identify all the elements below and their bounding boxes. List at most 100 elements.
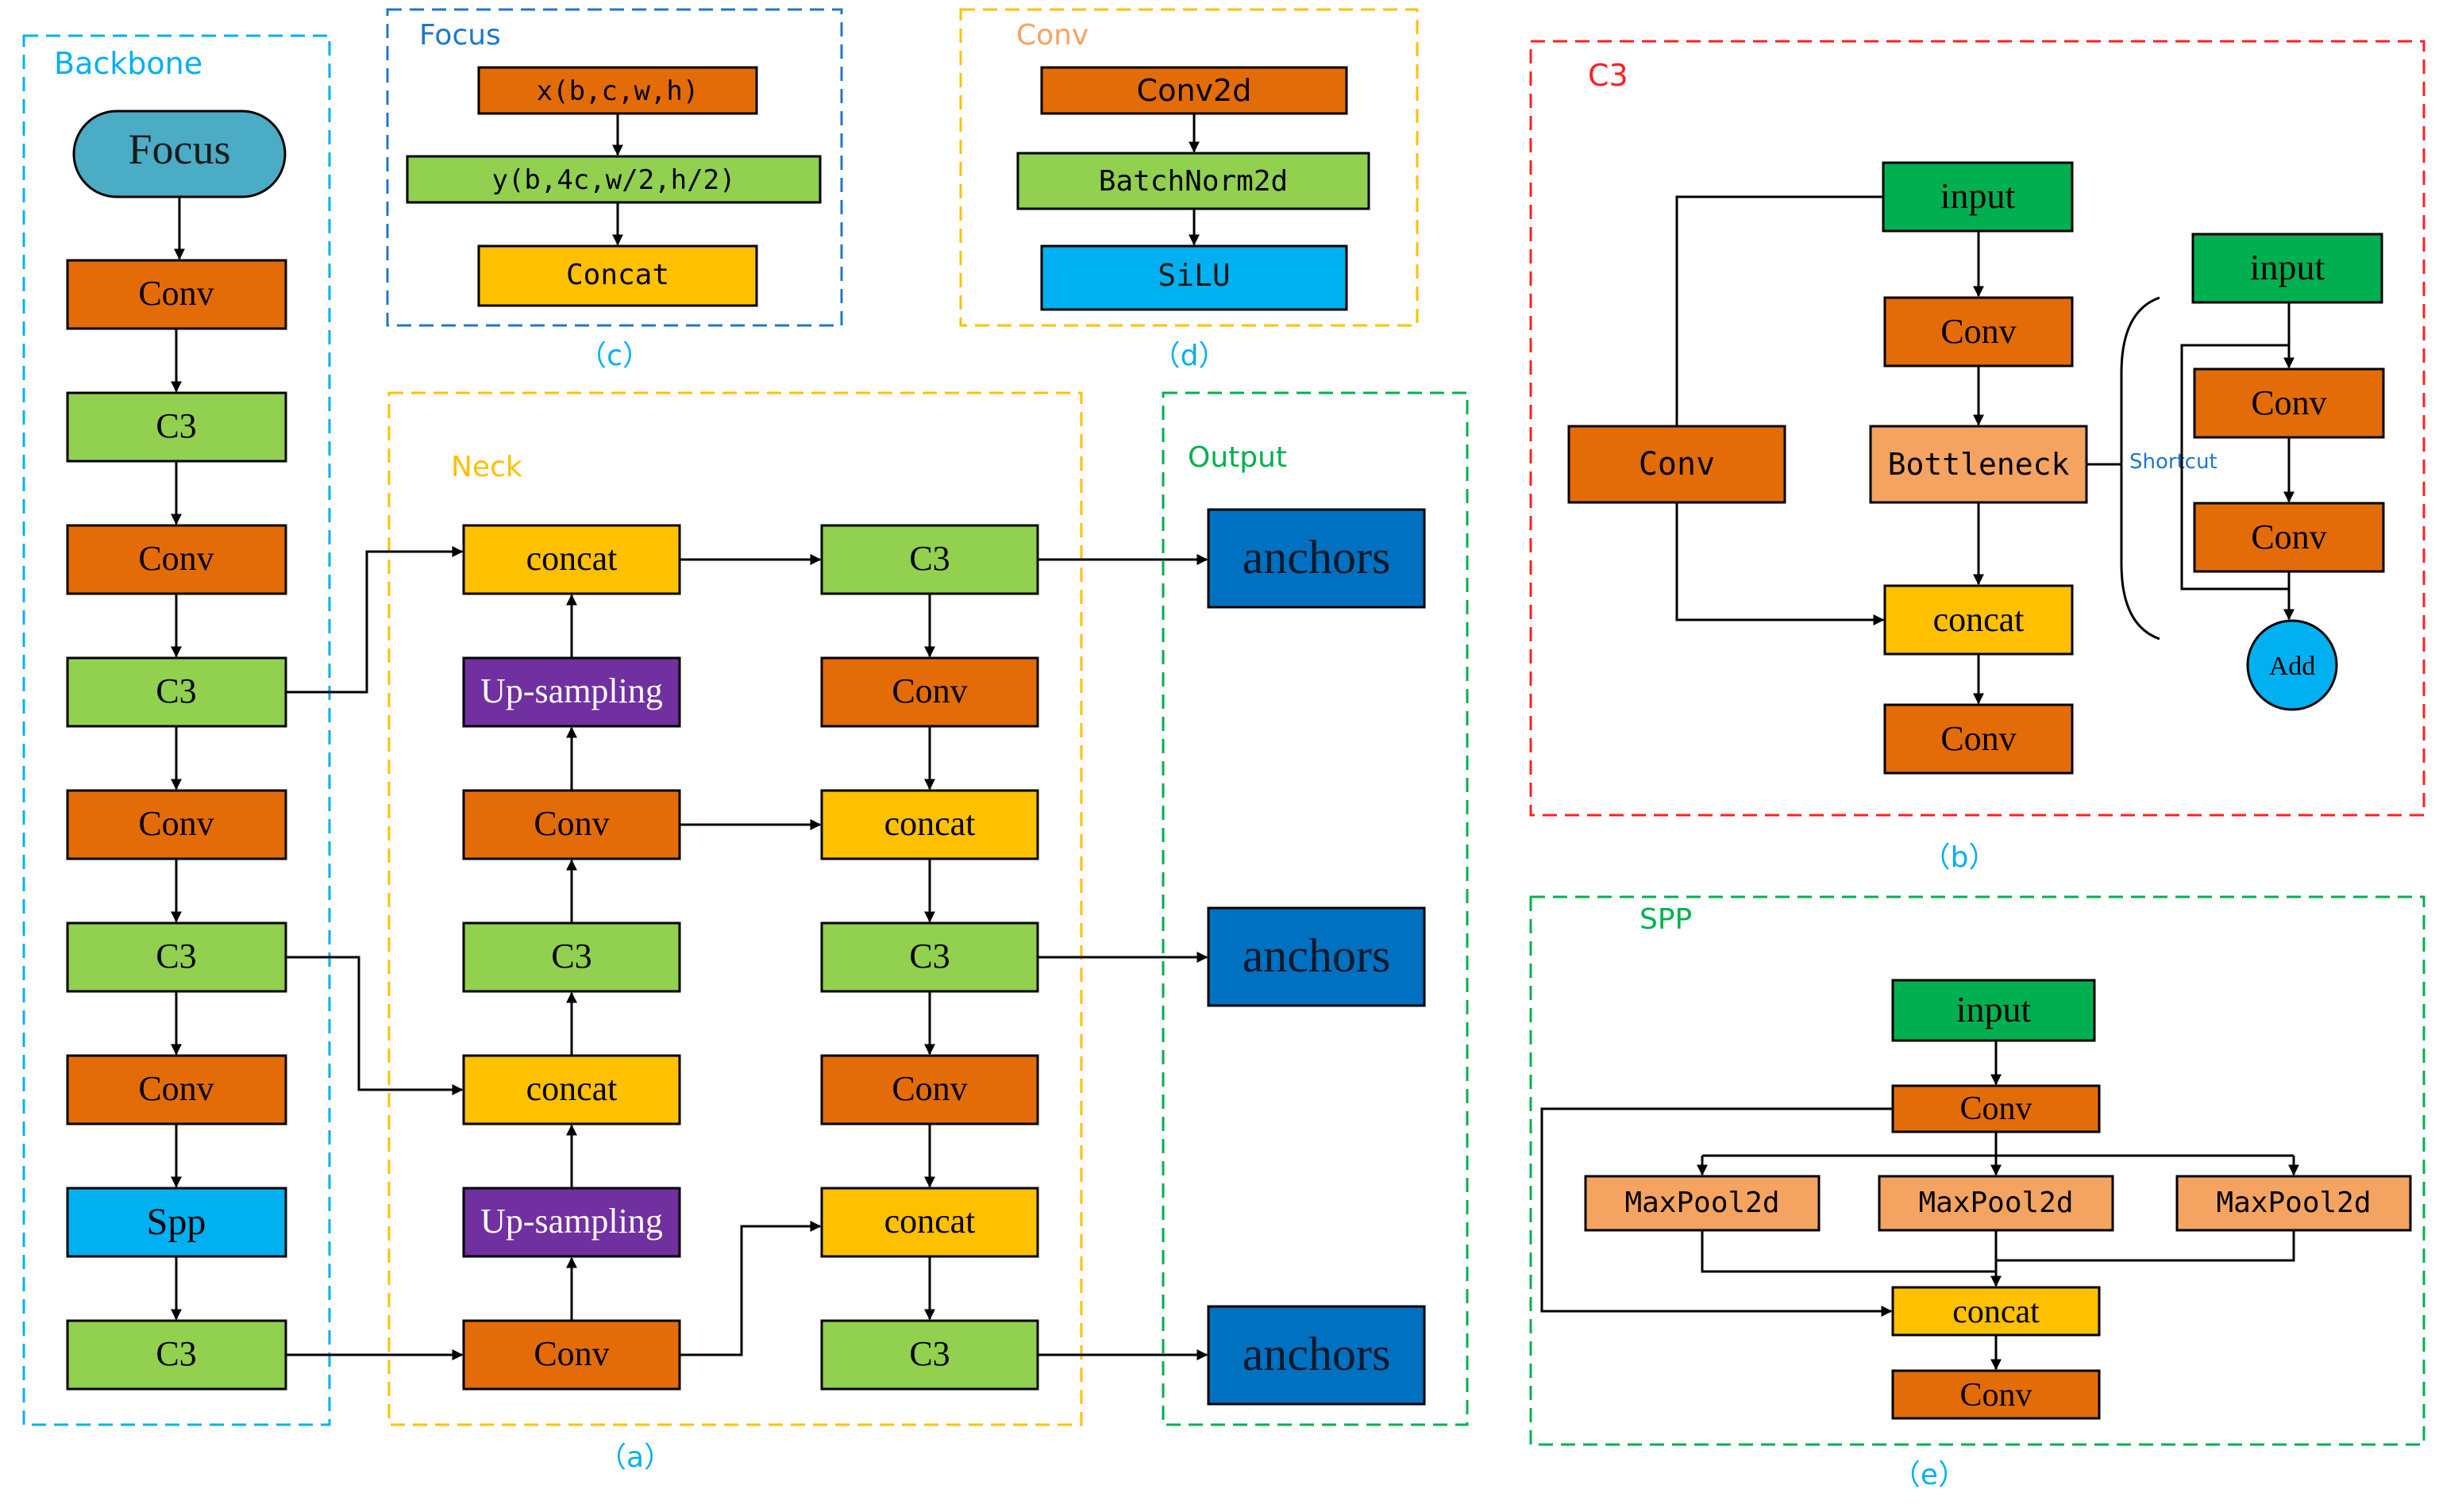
spp-conv-bottom-label: Conv [1959, 1377, 2032, 1414]
backbone-arrows [171, 197, 185, 1321]
focus-title: Focus [419, 19, 501, 52]
backbone-layers: Conv C3 Conv C3 Conv C3 Conv Spp C3 [66, 259, 287, 1391]
neck-c3-1 [462, 921, 681, 993]
backbone-conv-3-label: Conv [138, 804, 214, 843]
spp-title: SPP [1639, 903, 1692, 936]
backbone-c3-2 [66, 656, 287, 728]
neck-right-column: C3 Conv concat C3 Conv concat C3 [820, 524, 1039, 1391]
neck-concat-r1-label: concat [884, 804, 976, 843]
c3-bottleneck [1869, 425, 2088, 504]
focus-concat-label: Concat [566, 259, 669, 291]
c3-conv-bottom [1883, 703, 2074, 775]
neck-c3-r2-label: C3 [909, 937, 950, 975]
focus-input-box [477, 66, 758, 115]
neck-c3-1-label: C3 [551, 937, 591, 975]
neck-upsample-2 [462, 1187, 681, 1258]
neck-concat-2-label: concat [526, 1069, 618, 1108]
bottleneck-add-label: Add [2269, 652, 2316, 681]
batchnorm-label: BatchNorm2d [1099, 165, 1288, 198]
caption-e: （e） [1892, 1459, 1967, 1491]
spp-maxpool-1-label: MaxPool2d [1624, 1187, 1779, 1219]
spp-input-box [1891, 979, 2096, 1042]
focus-input-label: x(b,c,w,h) [537, 75, 699, 107]
anchors-2-label: anchors [1243, 929, 1391, 982]
neck-left-column: concat Up-sampling Conv C3 concat Up-sam… [462, 524, 681, 1391]
bottleneck-input-label: input [2250, 247, 2325, 287]
backbone-spp-label: Spp [147, 1201, 206, 1243]
neck-arrows [286, 546, 1208, 1360]
spp-input-label: input [1956, 989, 2032, 1029]
neck-panel [387, 391, 1083, 1426]
shortcut-brace [2120, 296, 2160, 641]
c3-concat-label: concat [1933, 600, 2025, 639]
spp-maxpool-3-label: MaxPool2d [2216, 1187, 2371, 1219]
bottleneck-conv-2-label: Conv [2251, 517, 2326, 556]
backbone-conv-1-label: Conv [138, 274, 214, 313]
c3-arrows [1675, 195, 2121, 705]
conv-panel [959, 8, 1419, 327]
spp-arrows [1540, 1041, 2299, 1371]
conv2d-label: Conv2d [1137, 73, 1252, 108]
bottleneck-arrows [2180, 302, 2295, 621]
bottleneck-input-box [2191, 233, 2383, 304]
spp-panel [1529, 895, 2426, 1446]
caption-b: （b） [1922, 841, 1998, 874]
neck-c3-r3 [820, 1319, 1039, 1391]
backbone-c3-1-label: C3 [156, 406, 196, 445]
neck-conv-1-label: Conv [534, 804, 609, 843]
spp-concat [1891, 1286, 2101, 1337]
c3-conv-side-label: Conv [1639, 446, 1715, 483]
c3-conv-bottom-label: Conv [1940, 719, 2016, 758]
neck-conv-1 [462, 789, 681, 860]
silu-box [1040, 244, 1348, 311]
backbone-c3-4 [66, 1319, 287, 1391]
neck-concat-r2-label: concat [884, 1202, 976, 1241]
neck-concat-2 [462, 1054, 681, 1125]
bottleneck-conv-1 [2193, 367, 2385, 439]
backbone-conv-1 [66, 259, 287, 330]
spp-conv-bottom [1891, 1369, 2101, 1420]
output-title: Output [1188, 441, 1287, 474]
backbone-conv-3 [66, 789, 287, 860]
backbone-c3-1 [66, 391, 287, 463]
c3-conv-top-label: Conv [1940, 312, 2016, 351]
backbone-c3-2-label: C3 [156, 671, 196, 710]
neck-conv-r1-label: Conv [892, 671, 967, 710]
silu-label: SiLU [1158, 258, 1231, 293]
conv-title: Conv [1016, 19, 1088, 52]
neck-c3-r1-label: C3 [909, 539, 950, 578]
backbone-conv-4-label: Conv [138, 1069, 214, 1108]
c3-conv-top [1883, 296, 2074, 367]
shortcut-label: Shortcut [2129, 450, 2217, 474]
backbone-c3-3 [66, 921, 287, 993]
backbone-c3-4-label: C3 [156, 1334, 196, 1373]
anchors-2 [1207, 906, 1426, 1007]
focus-slice-box [406, 155, 822, 204]
anchors-3-label: anchors [1243, 1328, 1391, 1380]
spp-maxpool-2 [1878, 1175, 2114, 1232]
caption-a: （a） [598, 1441, 672, 1474]
c3-conv-side [1567, 425, 1786, 504]
c3-input-label: input [1940, 175, 2016, 216]
neck-upsample-1 [462, 656, 681, 728]
bottleneck-add-node [2246, 619, 2338, 711]
anchors-1 [1207, 508, 1426, 609]
spp-conv-top-label: Conv [1959, 1091, 2032, 1127]
output-anchors: anchors anchors anchors [1207, 508, 1426, 1406]
neck-conv-2-label: Conv [534, 1334, 609, 1373]
spp-maxpool-2-label: MaxPool2d [1918, 1187, 2073, 1219]
backbone-c3-3-label: C3 [156, 937, 196, 975]
spp-maxpool-3 [2175, 1175, 2412, 1232]
focus-slice-label: y(b,4c,w/2,h/2) [491, 164, 735, 196]
focus-pill-label: Focus [128, 125, 230, 173]
batchnorm-box [1016, 152, 1370, 210]
c3-concat [1883, 584, 2074, 656]
neck-upsample-1-label: Up-sampling [480, 671, 663, 710]
backbone-conv-2-label: Conv [138, 539, 214, 578]
focus-panel [386, 8, 843, 327]
spp-maxpool-1 [1584, 1175, 1821, 1232]
neck-concat-1-label: concat [526, 539, 618, 578]
caption-d: （d） [1152, 340, 1227, 372]
neck-c3-r2 [820, 921, 1039, 993]
